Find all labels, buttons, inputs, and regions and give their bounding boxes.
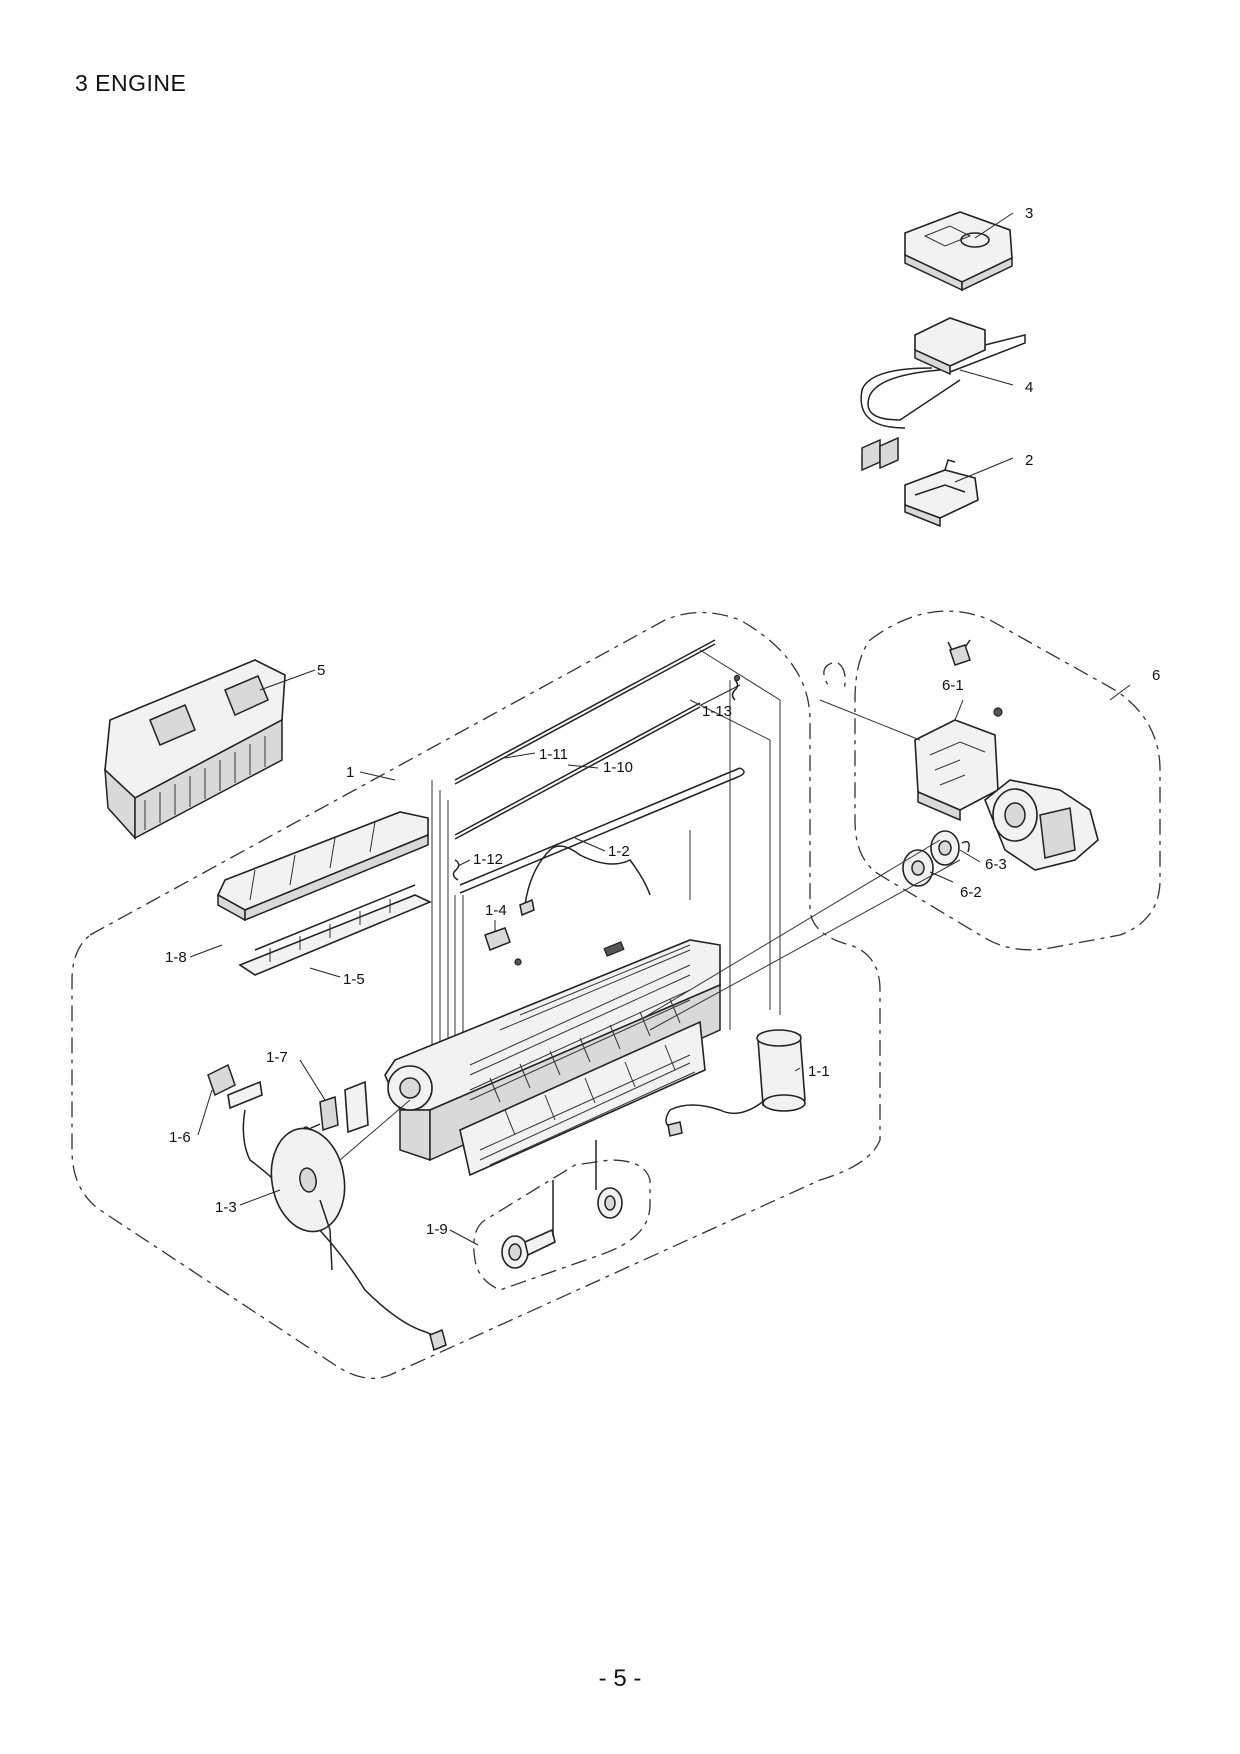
- sensor-connector: [519, 898, 535, 917]
- part-1-2-rail: [459, 767, 745, 894]
- callout-6-1: 6-1: [942, 677, 964, 694]
- assembly-6-guide-lines: [639, 699, 961, 1031]
- part-6-1-clip: [947, 639, 971, 666]
- sensor-cable: [524, 845, 651, 906]
- page-title: 3 ENGINE: [75, 70, 187, 96]
- part-1-10-rod: [454, 702, 701, 840]
- part-1-13-spring: [731, 674, 741, 701]
- callout-6-3: 6-3: [985, 856, 1007, 873]
- part-1-12-spring: [452, 859, 460, 881]
- part-6-gear-housing: [984, 779, 1099, 871]
- part-1-11-rod: [454, 639, 716, 785]
- callout-1-7: 1-7: [266, 1049, 288, 1066]
- callout-1-6: 1-6: [169, 1129, 191, 1146]
- part-1-1-motor: [665, 1029, 806, 1137]
- callout-1-12: 1-12: [473, 851, 503, 868]
- callout-4: 4: [1025, 379, 1033, 396]
- callout-1-10: 1-10: [603, 759, 633, 776]
- callout-1-5: 1-5: [343, 971, 365, 988]
- part-4-print-head-cable: [860, 317, 1026, 472]
- callout-5: 5: [317, 662, 325, 679]
- subgroup-1-9-boundary: [473, 1159, 651, 1291]
- callout-1-1: 1-1: [808, 1063, 830, 1080]
- callout-1: 1: [346, 764, 354, 781]
- assembly-6-boundary: [854, 610, 1161, 951]
- callout-6-2: 6-2: [960, 884, 982, 901]
- callout-1-9: 1-9: [426, 1221, 448, 1238]
- callout-1-3: 1-3: [215, 1199, 237, 1216]
- part-1-3-encoder-disk: [270, 1099, 411, 1271]
- page-number: - 5 -: [598, 1665, 642, 1692]
- part-2-frame-holder: [904, 459, 979, 528]
- callout-1-2: 1-2: [608, 843, 630, 860]
- part-6-3-gear: [930, 830, 970, 866]
- callout-1-11: 1-11: [539, 746, 568, 763]
- open-ring-outline: [823, 662, 846, 691]
- assembly-guide-lines: [431, 649, 781, 1120]
- part-1-8-paper-guide: [216, 811, 429, 922]
- part-3-carriage-cover: [904, 211, 1013, 292]
- part-1-9-roller: [501, 1140, 623, 1269]
- part-1-7-bracket: [302, 1080, 369, 1134]
- main-chassis-engine: [384, 939, 721, 1177]
- callout-2: 2: [1025, 452, 1033, 469]
- callout-1-4: 1-4: [485, 902, 507, 919]
- callout-1-8: 1-8: [165, 949, 187, 966]
- callout-6: 6: [1152, 667, 1160, 684]
- callout-leaders: [189, 212, 1131, 1246]
- part-6-2-gear: [902, 849, 934, 887]
- part-1-6-sensor-bracket: [207, 1063, 447, 1352]
- part-1-4-sensor: [484, 927, 522, 966]
- callout-1-13: 1-13: [702, 703, 732, 720]
- part-5-upper-cover: [104, 659, 286, 840]
- assembly-1-boundary: [71, 611, 881, 1379]
- callout-3: 3: [1025, 205, 1033, 222]
- part-1-5-guide-plate: [238, 884, 432, 976]
- part-6-1-carriage-frame: [914, 707, 1003, 822]
